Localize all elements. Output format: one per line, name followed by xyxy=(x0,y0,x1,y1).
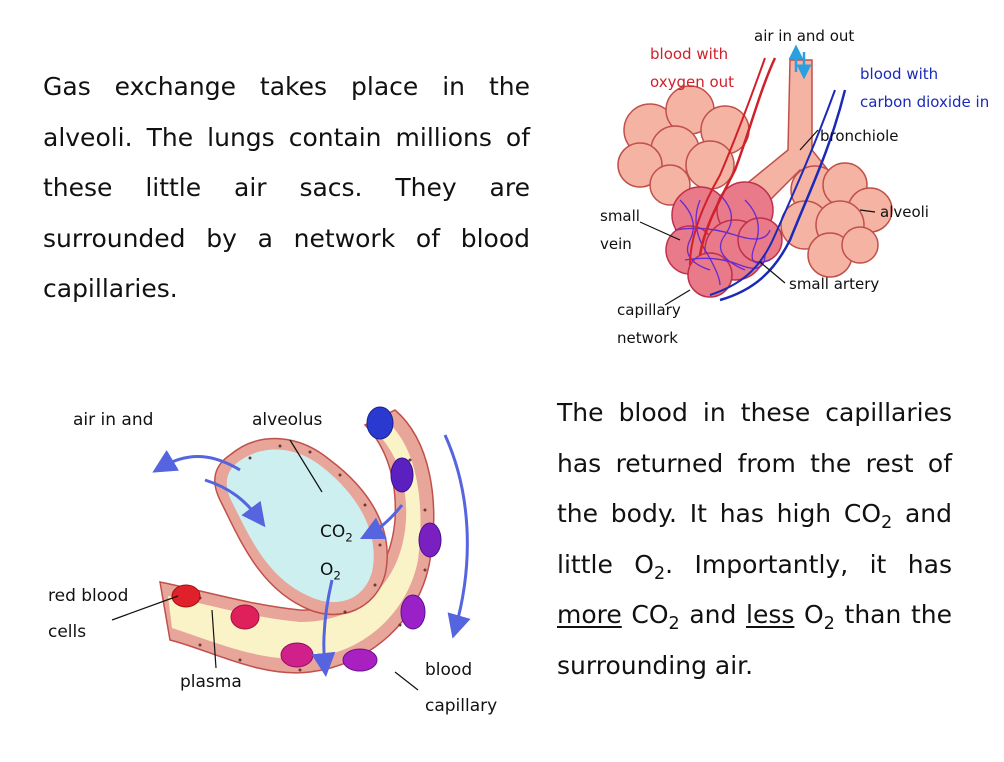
blood-capillary-plasma xyxy=(168,422,421,659)
label-alveoli: alveoli xyxy=(880,203,929,221)
explanation-paragraph: The blood in these capillaries has retur… xyxy=(557,388,952,691)
blood-flow-arrow xyxy=(443,434,471,639)
text-segment: . Importantly, it has xyxy=(665,549,952,579)
alveoli-cluster-left xyxy=(617,85,750,206)
label-capillary-network-2: network xyxy=(617,329,678,347)
emphasis-less: less xyxy=(746,600,795,629)
text-segment: and xyxy=(679,600,747,629)
red-blood-cell xyxy=(400,594,426,630)
text-segment: than the surrounding air. xyxy=(557,600,952,680)
emphasis-more: more xyxy=(557,600,622,629)
subscript: 2 xyxy=(823,614,835,635)
label-air-in-out: air in and out xyxy=(754,27,855,45)
label-plasma: plasma xyxy=(180,672,242,692)
alveoli-cluster-right xyxy=(780,162,893,278)
o2-diffusion-arrow xyxy=(311,579,336,677)
leader-lines-top xyxy=(639,129,876,306)
text-segment: CO xyxy=(621,600,669,629)
intro-paragraph: Gas exchange takes place in the alveoli.… xyxy=(43,72,530,303)
label-blood-capillary: blood xyxy=(425,660,473,680)
red-blood-cell xyxy=(280,642,314,668)
label-blood-capillary-2: capillary xyxy=(425,696,498,716)
label-bronchiole: bronchiole xyxy=(820,127,899,145)
label-blood-oxygen-out-2: oxygen out xyxy=(650,73,735,91)
co2-text: CO xyxy=(320,522,346,542)
label-blood-co2-in: blood with xyxy=(860,65,939,83)
text-segment: The blood in these capillaries has retur… xyxy=(557,398,952,528)
co2-diffusion-arrow xyxy=(359,504,404,540)
label-o2: O2 xyxy=(320,552,341,593)
red-blood-cell xyxy=(171,584,201,608)
label-alveolus: alveolus xyxy=(252,410,323,430)
subscript: 2 xyxy=(653,563,666,584)
subscript: 2 xyxy=(668,614,680,635)
lung-alveoli-diagram xyxy=(617,44,893,306)
label-small-vein-2: vein xyxy=(600,235,632,253)
alveolus-capillary-diagram xyxy=(111,406,471,691)
red-blood-cell xyxy=(418,522,442,558)
red-blood-cell xyxy=(390,457,414,493)
label-red-blood-cells-2: cells xyxy=(48,622,87,642)
label-small-vein: small xyxy=(600,207,640,225)
red-blood-cell xyxy=(342,648,378,672)
red-blood-cell xyxy=(366,406,394,440)
small-artery-vessel-branch xyxy=(709,89,836,296)
wall-dots xyxy=(198,444,427,672)
o2-text: O xyxy=(320,560,334,580)
co2-subscript: 2 xyxy=(345,530,353,545)
subscript: 2 xyxy=(881,513,893,534)
small-artery-vessel xyxy=(719,89,847,302)
label-blood-oxygen-out: blood with xyxy=(650,45,729,63)
leader-lines-bottom xyxy=(111,439,419,691)
label-air-in-and-out: air in and xyxy=(73,410,154,430)
label-red-blood-cells: red blood xyxy=(48,586,129,606)
air-in-arrow-left xyxy=(204,478,266,528)
text-segment: O xyxy=(794,600,824,629)
small-vein-vessel xyxy=(698,57,777,256)
alveolus-air-space xyxy=(226,449,374,603)
text-segment: and little O xyxy=(557,499,952,579)
red-blood-cell xyxy=(230,604,260,630)
air-out-arrow-left xyxy=(152,449,241,473)
o2-subscript: 2 xyxy=(333,568,341,583)
label-blood-co2-in-2: carbon dioxide in xyxy=(860,93,990,111)
label-capillary-network: capillary xyxy=(617,301,681,319)
label-co2: CO2 xyxy=(320,514,353,555)
label-small-artery: small artery xyxy=(789,275,880,293)
small-vein-vessel-branch xyxy=(689,57,766,266)
